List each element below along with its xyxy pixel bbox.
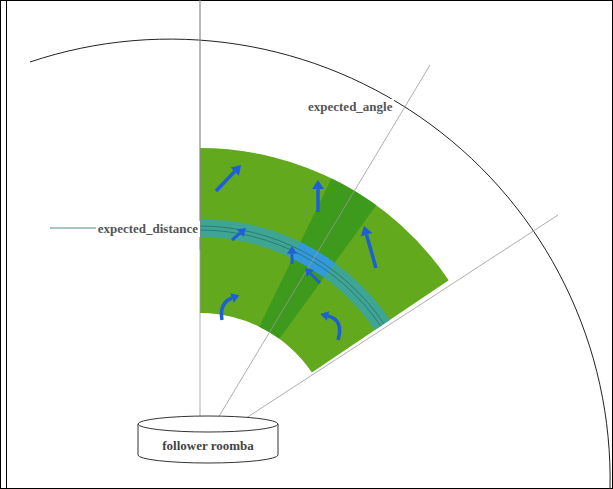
- distance-line: [200, 226, 384, 324]
- angle-band: [259, 178, 376, 338]
- ray: [200, 215, 558, 448]
- distance-line: [200, 230, 381, 326]
- arrow-head: [237, 228, 246, 237]
- arrow-head: [305, 268, 314, 277]
- turn-arrow: [221, 298, 232, 320]
- sector-region: [200, 148, 449, 373]
- frame-line: [6, 0, 7, 489]
- motion-arrow: [216, 172, 235, 191]
- node-label: follower roomba: [137, 414, 279, 454]
- cylinder-top: [138, 416, 278, 432]
- range-arc: [30, 39, 610, 489]
- arrow-head: [320, 311, 329, 321]
- arrow-head: [287, 246, 297, 254]
- motion-arrow: [316, 189, 320, 212]
- distance-band: [200, 219, 390, 330]
- angle-ray: [200, 65, 430, 448]
- ray: [200, 0, 201, 250]
- arrow-head: [312, 180, 324, 189]
- motion-arrow: [366, 235, 376, 268]
- motion-arrow: [311, 274, 320, 283]
- parameter-label: expected_angle: [306, 99, 394, 115]
- motion-arrow: [232, 233, 240, 240]
- arrow-head: [230, 165, 241, 176]
- parameter-label: expected_distance: [96, 221, 200, 237]
- motion-arrow: [291, 254, 294, 264]
- arrow-head: [230, 293, 239, 302]
- turn-arrow: [328, 316, 340, 340]
- robot-cylinder: follower roomba: [137, 414, 279, 464]
- arrow-head: [361, 226, 372, 236]
